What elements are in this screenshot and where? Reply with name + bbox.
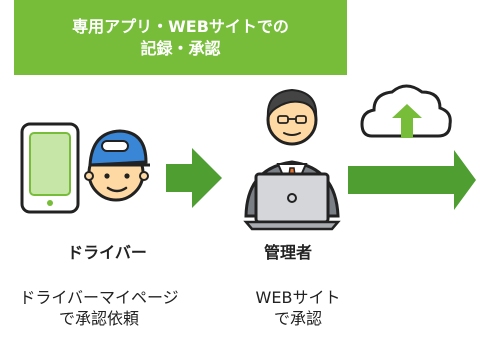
arrow-right-icon — [166, 148, 222, 208]
driver-desc-line-1: ドライバーマイページ — [19, 288, 179, 307]
driver-description: ドライバーマイページ で承認依頼 — [0, 287, 208, 329]
smartphone-icon — [20, 122, 80, 214]
cloud-upload-icon — [360, 84, 452, 138]
driver-desc-line-2: で承認依頼 — [58, 309, 139, 328]
admin-desc-line-2: で承認 — [273, 309, 322, 328]
admin-desc-line-1: WEBサイト — [255, 288, 341, 307]
laptop-icon — [243, 172, 341, 231]
admin-title: 管理者 — [263, 243, 312, 262]
driver-title: ドライバー — [67, 243, 147, 262]
admin-description: WEBサイト で承認 — [228, 287, 368, 329]
driver-avatar — [84, 129, 150, 202]
banner-line-2: 記録・承認 — [140, 38, 221, 58]
process-banner: 専用アプリ・WEBサイトでの 記録・承認 — [14, 0, 347, 75]
banner-line-1: 専用アプリ・WEBサイトでの — [72, 16, 289, 36]
arrow-right-icon — [348, 150, 476, 210]
